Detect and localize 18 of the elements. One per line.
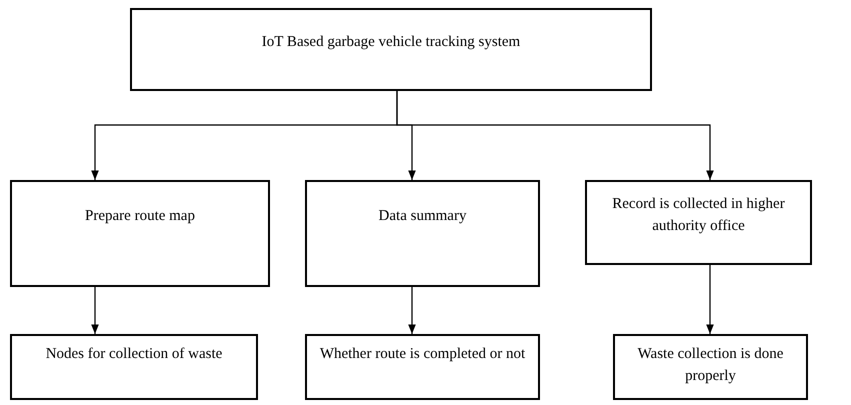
box-label: Data summary <box>378 207 466 226</box>
box-label: IoT Based garbage vehicle tracking system <box>262 33 520 52</box>
process-box <box>10 334 258 400</box>
process-box <box>585 180 812 265</box>
process-box <box>305 334 540 400</box>
box-label: Prepare route map <box>85 207 195 226</box>
box-label: Waste collection is done properly <box>636 345 784 386</box>
box-label: Whether route is completed or not <box>320 345 526 364</box>
arrow <box>396 91 714 180</box>
arrow <box>408 287 416 334</box>
process-box <box>305 180 540 287</box>
arrow <box>91 287 99 334</box>
process-box <box>613 334 808 400</box>
box-label: Record is collected in higher authority office <box>611 195 786 236</box>
process-box <box>10 180 270 287</box>
process-box <box>130 8 652 91</box>
box-label: Nodes for collection of waste <box>46 345 222 364</box>
arrow <box>706 265 714 334</box>
